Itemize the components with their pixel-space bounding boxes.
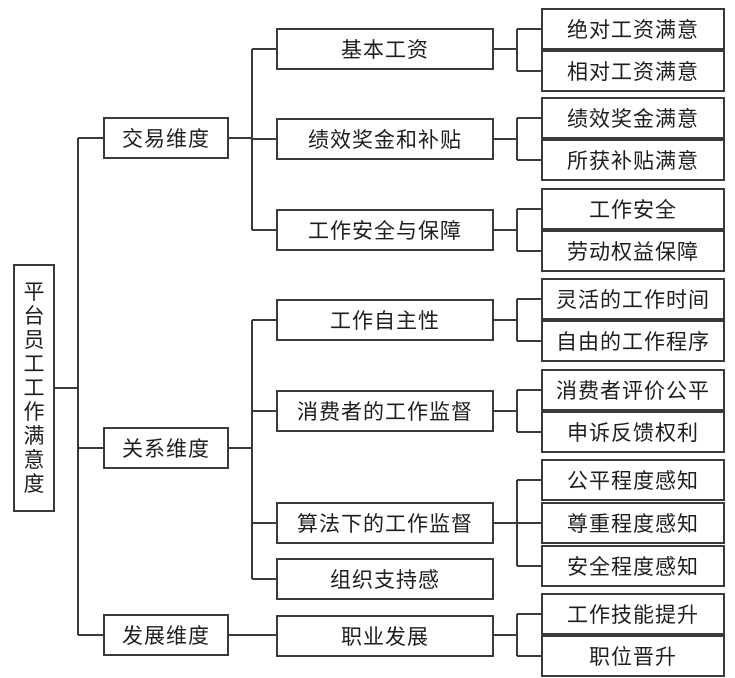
factor-node: 算法下的工作监督: [276, 502, 494, 544]
root-label-char: 满: [23, 424, 45, 448]
item-node: 所获补贴满意: [541, 139, 725, 181]
item-node: 工作安全: [541, 188, 725, 230]
factor-node: 组织支持感: [276, 558, 494, 600]
root-label-char: 工: [23, 376, 45, 400]
factor-node: 工作自主性: [276, 299, 494, 341]
item-node: 自由的工作程序: [541, 320, 725, 362]
root-label: 平台员工工作满意度: [24, 280, 45, 496]
factor-node: 职业发展: [276, 615, 494, 657]
item-node: 尊重程度感知: [541, 502, 725, 544]
root-label-char: 平: [23, 280, 45, 304]
root-node: 平台员工工作满意度: [13, 264, 55, 512]
item-node: 公平程度感知: [541, 459, 725, 501]
root-label-char: 作: [23, 400, 45, 424]
item-node: 绩效奖金满意: [541, 97, 725, 139]
dimension-node-development: 发展维度: [103, 614, 229, 656]
factor-node: 基本工资: [276, 28, 494, 70]
item-node: 职位晋升: [541, 635, 725, 677]
item-node: 工作技能提升: [541, 593, 725, 635]
item-node: 安全程度感知: [541, 545, 725, 587]
item-node: 灵活的工作时间: [541, 278, 725, 320]
item-node: 劳动权益保障: [541, 230, 725, 272]
root-label-char: 意: [23, 448, 45, 472]
dimension-node-relationship: 关系维度: [103, 427, 229, 469]
root-label-char: 员: [23, 328, 45, 352]
factor-node: 工作安全与保障: [276, 209, 494, 251]
item-node: 申诉反馈权利: [541, 411, 725, 453]
factor-node: 绩效奖金和补贴: [276, 118, 494, 160]
root-label-char: 工: [23, 352, 45, 376]
item-node: 绝对工资满意: [541, 8, 725, 50]
item-node: 消费者评价公平: [541, 369, 725, 411]
root-label-char: 度: [23, 472, 45, 496]
root-label-char: 台: [23, 304, 45, 328]
dimension-node-transaction: 交易维度: [103, 117, 229, 159]
factor-node: 消费者的工作监督: [276, 390, 494, 432]
item-node: 相对工资满意: [541, 50, 725, 92]
